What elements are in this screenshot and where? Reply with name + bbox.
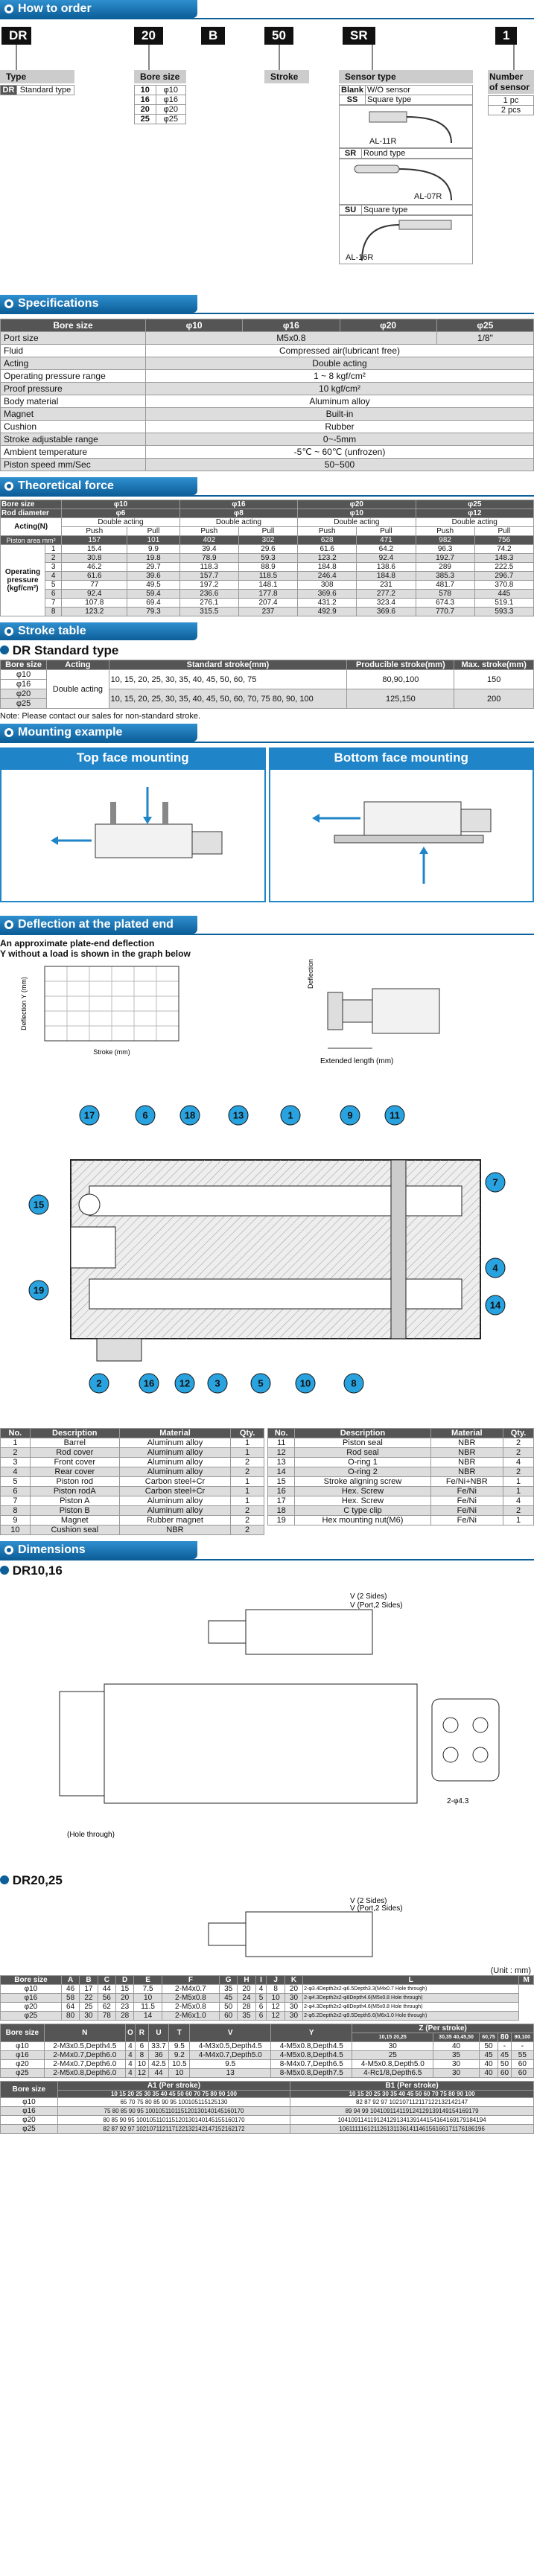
order-code-sensor: SR	[343, 27, 375, 45]
label-stroke: Stroke	[264, 70, 309, 83]
label-type: Type	[0, 70, 74, 83]
svg-text:12: 12	[179, 1377, 190, 1389]
svg-text:5: 5	[258, 1377, 263, 1389]
mounting-example-section: Mounting example Top face mounting Botto…	[0, 724, 534, 902]
svg-text:10: 10	[300, 1377, 311, 1389]
svg-text:7: 7	[492, 1176, 498, 1187]
order-code-b: B	[201, 27, 226, 45]
bottom-face-mounting: Bottom face mounting	[268, 747, 534, 902]
svg-text:1: 1	[287, 1109, 293, 1120]
label-number-of-sensor: Number of sensor	[488, 70, 534, 94]
svg-text:(Hole through): (Hole through)	[67, 1831, 115, 1839]
order-code-stroke: 50	[264, 27, 293, 45]
svg-text:4: 4	[492, 1262, 498, 1273]
svg-text:3: 3	[214, 1377, 220, 1389]
section-title-theoretical-force: Theoretical force	[0, 477, 197, 495]
svg-text:14: 14	[490, 1299, 501, 1310]
dr20-25-drawing: V (2 Sides) V (Port,2 Sides) (Unit : mm)	[0, 1890, 534, 1975]
bottom-mounting-diagram	[311, 801, 492, 884]
top-face-mounting: Top face mounting	[0, 747, 266, 902]
svg-text:2: 2	[96, 1377, 101, 1389]
svg-text:18: 18	[185, 1109, 195, 1120]
bullet-icon	[4, 4, 13, 13]
section-title-deflection: Deflection at the plated end	[0, 916, 197, 934]
section-title-stroke-table: Stroke table	[0, 622, 197, 640]
svg-text:V (Port,2 Sides): V (Port,2 Sides)	[350, 1904, 403, 1913]
dr10-16-drawing: V (2 Sides) V (Port,2 Sides) (Hole throu…	[0, 1580, 534, 1870]
svg-text:19: 19	[34, 1284, 44, 1295]
svg-text:6: 6	[142, 1109, 147, 1120]
svg-text:17: 17	[84, 1109, 95, 1120]
dr10-16-subtitle: DR10,16	[12, 1563, 63, 1578]
svg-text:13: 13	[233, 1109, 244, 1120]
svg-text:16: 16	[144, 1377, 154, 1389]
svg-text:V (2 Sides): V (2 Sides)	[350, 1897, 387, 1905]
deflection-graph: Stroke (mm) Deflection Y (mm)	[20, 966, 179, 1056]
deflection-section: Deflection at the plated end An approxim…	[0, 916, 534, 1078]
stroke-subtitle: DR Standard type	[0, 643, 534, 658]
svg-text:V (Port,2 Sides): V (Port,2 Sides)	[350, 1601, 403, 1610]
top-mounting-diagram	[51, 787, 223, 858]
svg-text:11: 11	[390, 1109, 400, 1120]
svg-text:9: 9	[347, 1109, 352, 1120]
sensor-image-su: AL-16R	[339, 215, 473, 264]
deflection-cylinder-drawing: Extended length (mm) Deflection Y (mm)	[307, 959, 440, 1065]
label-bore-size: Bore size	[134, 70, 186, 83]
order-code-bore: 20	[134, 27, 163, 45]
section-title-specifications: Specifications	[0, 295, 197, 313]
svg-text:15: 15	[34, 1199, 44, 1210]
cross-section-drawing: 17 6 18 13 1 9 11 7 15 19 4 14 2 16 12 3…	[0, 1078, 534, 1428]
sensor-image-ss: AL-11R	[339, 105, 473, 148]
section-title-dimensions: Dimensions	[0, 1541, 197, 1559]
svg-text:Extended length (mm): Extended length (mm)	[320, 1057, 393, 1065]
svg-text:Stroke (mm): Stroke (mm)	[93, 1048, 130, 1056]
svg-text:8: 8	[351, 1377, 356, 1389]
dimensions-section: Dimensions DR10,16 V (2 Sides) V (Port,2…	[0, 1541, 534, 2134]
svg-text:Deflection Y (mm): Deflection Y (mm)	[307, 959, 314, 989]
svg-text:2-φ4.3: 2-φ4.3	[447, 1797, 469, 1805]
svg-text:Deflection Y (mm): Deflection Y (mm)	[20, 977, 28, 1030]
order-connector-lines	[16, 42, 515, 71]
stroke-note: Note: Please contact our sales for non-s…	[0, 712, 201, 721]
unit-note: (Unit : mm)	[490, 1966, 531, 1975]
svg-text:V (2 Sides): V (2 Sides)	[350, 1593, 387, 1601]
part-callouts: 17 6 18 13 1 9 11 7 15 19 4 14 2 16 12 3…	[28, 1105, 506, 1394]
section-title-how-to-order: How to order	[0, 0, 197, 18]
dr20-25-subtitle: DR20,25	[12, 1873, 63, 1887]
section-title-mounting-example: Mounting example	[0, 724, 197, 742]
sensor-image-sr: AL-07R	[339, 159, 473, 205]
label-sensor-type: Sensor type	[339, 70, 473, 83]
